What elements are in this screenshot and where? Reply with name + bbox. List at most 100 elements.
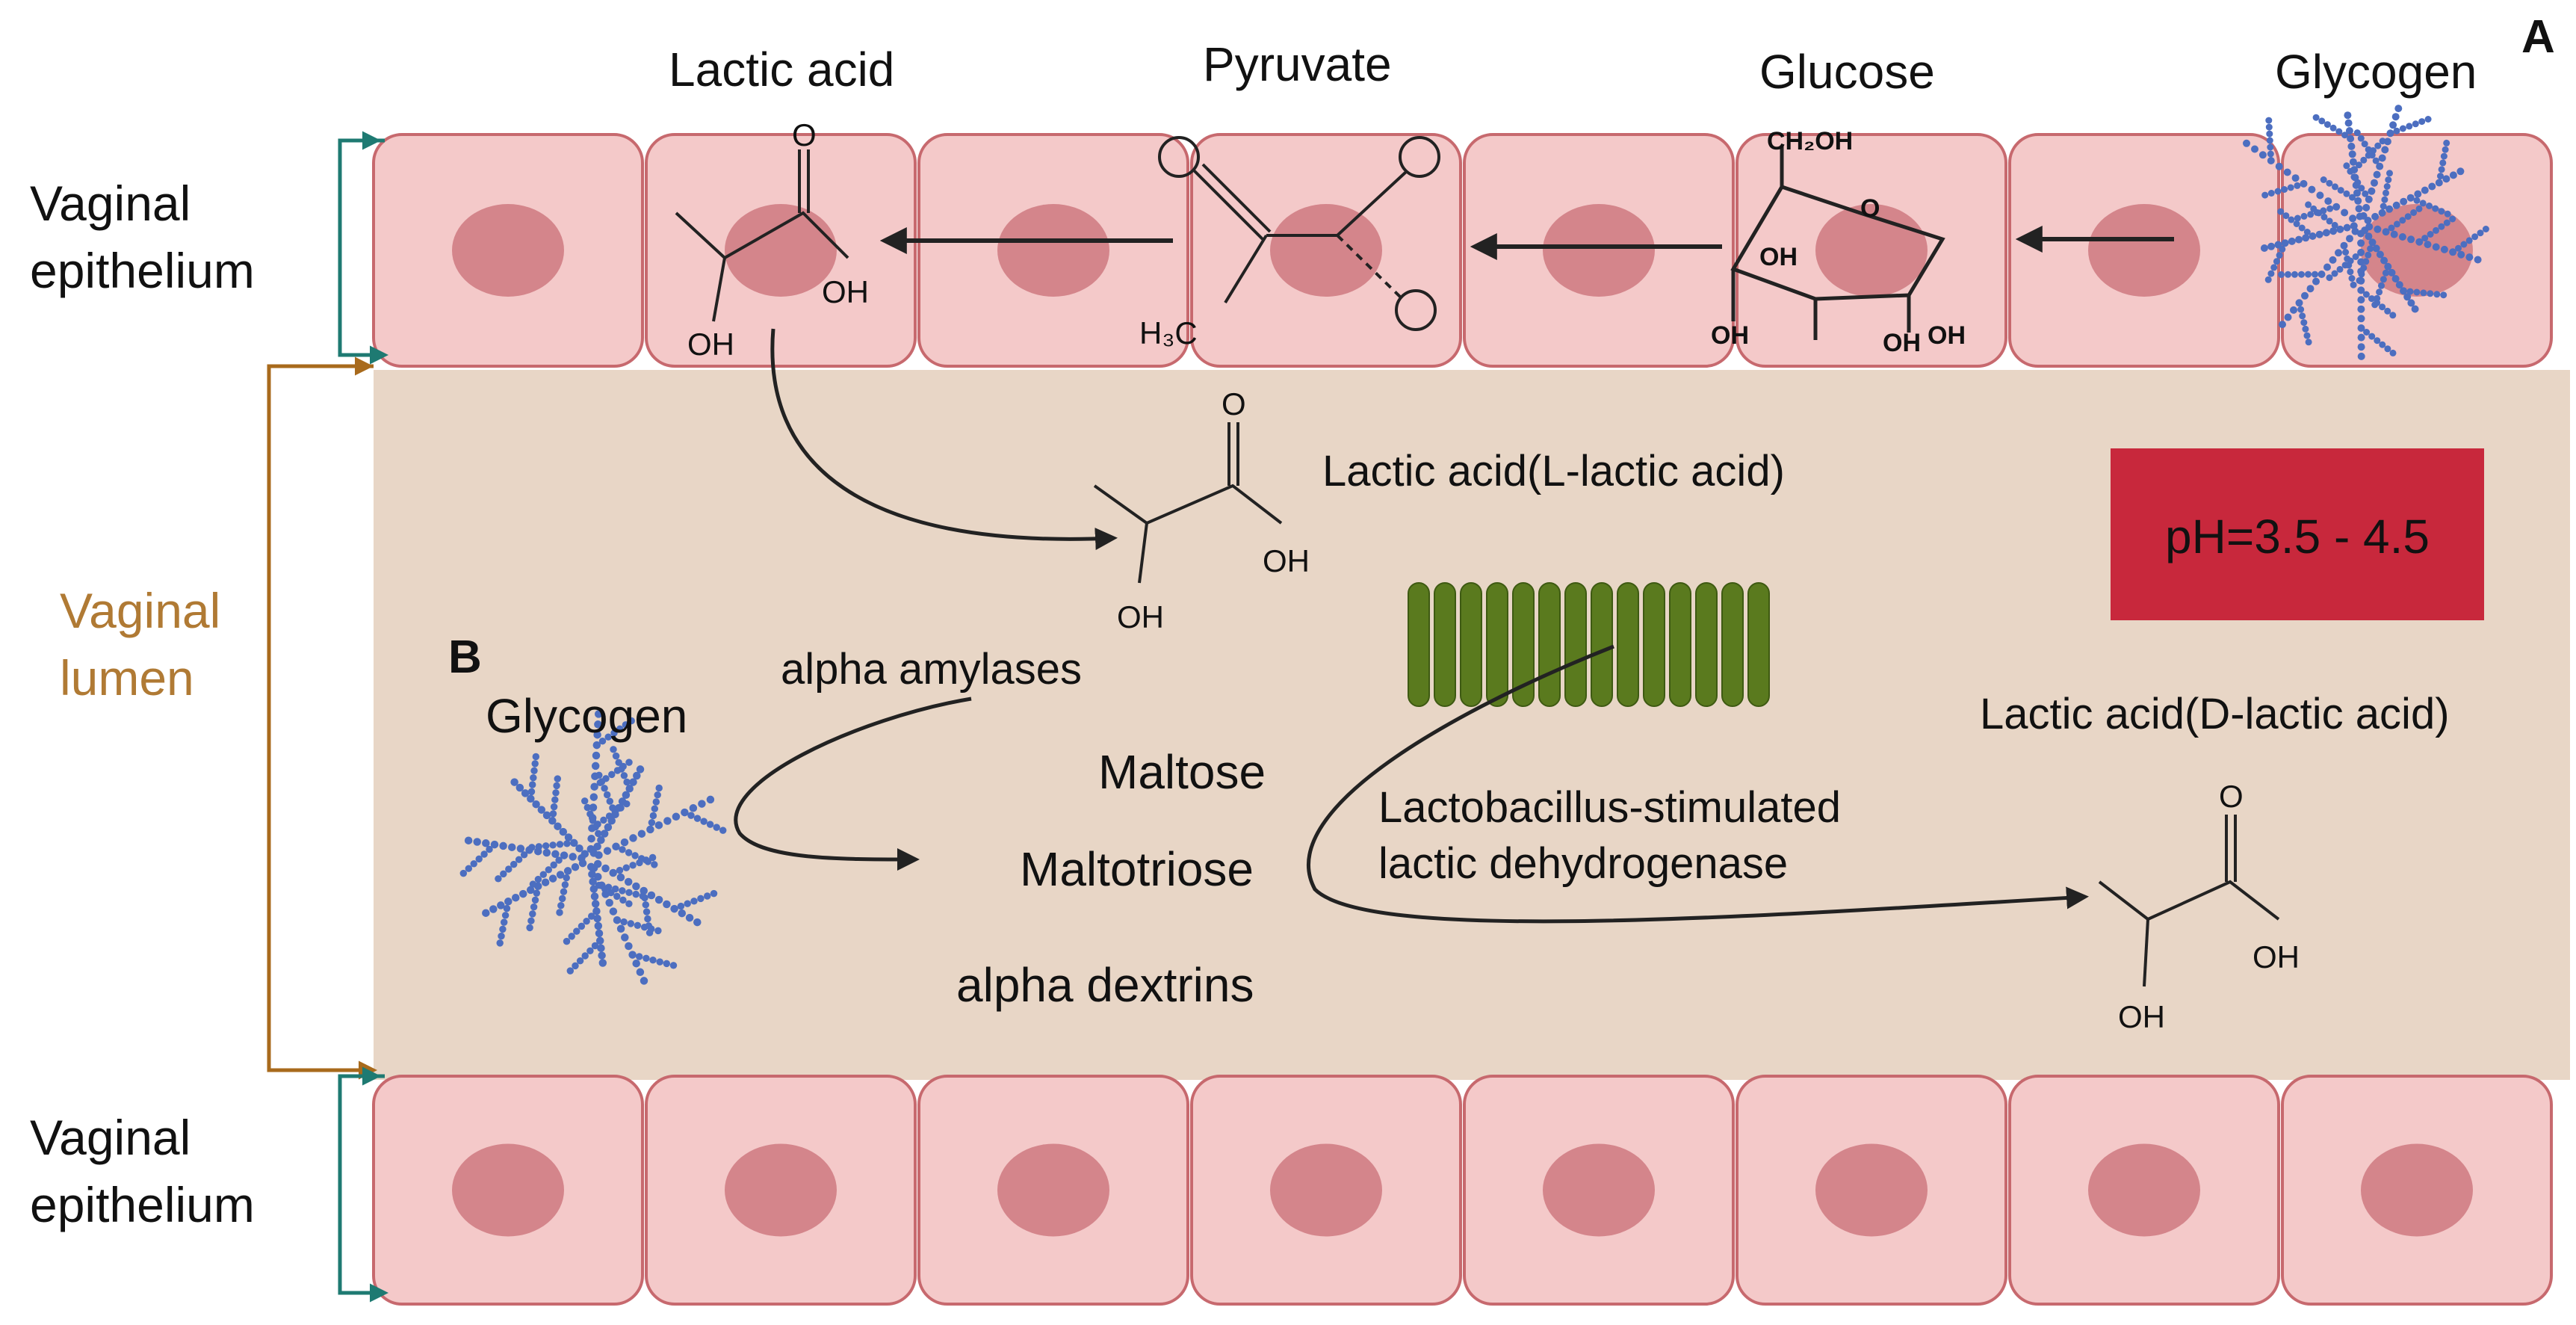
alpha-dextrins-label: alpha dextrins: [956, 958, 1254, 1012]
glycogen-dot: [2340, 241, 2348, 250]
glycogen-dot: [2365, 232, 2373, 241]
glycogen-dot: [531, 896, 539, 904]
glycogen-dot: [600, 816, 607, 824]
glycogen-dot: [2350, 281, 2357, 288]
glycogen-dot: [607, 817, 616, 825]
glycogen-dot: [2343, 223, 2351, 232]
glycogen-dot: [2410, 209, 2418, 216]
glycogen-dot: [510, 778, 518, 786]
glycogen-dot: [459, 869, 468, 877]
glycogen-dot: [2374, 142, 2382, 149]
glycogen-dot: [563, 867, 572, 875]
glycogen-dot: [2357, 277, 2365, 285]
glycogen-dot: [2368, 295, 2375, 303]
glycogen-dot: [542, 811, 551, 820]
glycogen-dot: [613, 915, 622, 924]
glycogen-dot: [528, 844, 536, 851]
glycogen-dot: [687, 812, 695, 819]
glycogen-dot: [556, 871, 565, 879]
glycogen-dot: [480, 850, 488, 858]
glycogen-dot: [556, 841, 564, 848]
glycogen-dot: [2265, 117, 2273, 124]
glycogen-dot: [640, 923, 648, 931]
glycogen-dot: [652, 798, 660, 806]
glycogen-dot: [464, 836, 473, 844]
glycogen-dot: [2331, 270, 2338, 277]
glycogen-dot: [2388, 224, 2395, 232]
glycogen-dot: [2406, 123, 2413, 130]
glycogen-dot: [624, 877, 633, 886]
glycogen-dot: [2444, 210, 2451, 217]
glycogen-dot: [601, 885, 609, 893]
glycogen-dot: [649, 956, 657, 964]
l-lactic-oh-bottom: OH: [1117, 599, 1164, 634]
glycogen-dot: [2337, 187, 2344, 194]
glycogen-dot: [2294, 214, 2301, 222]
glycogen-dot: [2415, 238, 2424, 246]
glycogen-dot: [2372, 244, 2380, 253]
glycogen-dot: [610, 729, 618, 737]
glycogen-dot: [532, 753, 540, 761]
glycogen-dot: [587, 834, 595, 843]
glycogen-dot: [681, 808, 689, 817]
glycogen-dot: [616, 924, 625, 933]
glycogen-dot: [563, 840, 571, 847]
glycogen-dot: [2251, 145, 2258, 153]
glycogen-dot: [2323, 121, 2331, 129]
glycogen-dot: [2279, 321, 2286, 329]
glycogen-dot: [613, 892, 621, 901]
glycogen-dot: [595, 929, 604, 938]
glycogen-dot: [2267, 143, 2274, 151]
glycogen-dot: [503, 904, 511, 912]
glycogen-dot: [2420, 289, 2427, 297]
glycogen-dot: [497, 901, 505, 909]
glycogen-dot: [2433, 226, 2439, 234]
glycogen-dot: [2368, 333, 2376, 340]
glycogen-dot: [2331, 221, 2338, 229]
glycogen-dot: [560, 888, 568, 895]
lactic-secretion-arrow: [770, 328, 1118, 551]
glycogen-dot: [554, 775, 562, 782]
glycogen-dot: [2449, 215, 2456, 223]
glycogen-dot: [592, 741, 601, 750]
glycogen-dot: [2342, 249, 2350, 256]
glycogen-dot: [2295, 299, 2303, 307]
glycogen-dot: [553, 782, 560, 790]
glycogen-dot: [640, 977, 648, 985]
glycogen-dot: [2391, 275, 2400, 282]
glycogen-dot: [2341, 132, 2348, 139]
glycogen-dot: [549, 841, 557, 849]
glycogen-dot: [2303, 332, 2311, 339]
glycogen-dot: [648, 818, 656, 827]
lumen-bracket: [267, 356, 377, 1080]
glycogen-dot: [535, 843, 543, 850]
glycogen-dot: [597, 944, 605, 952]
glycogen-dot: [589, 885, 598, 893]
glycogen-dot: [2383, 183, 2391, 190]
glycogen-dot: [2307, 211, 2315, 218]
d-lactic-oh-right: OH: [2253, 939, 2300, 975]
glycogen-dot: [2301, 291, 2309, 300]
glycogen-dot: [629, 778, 637, 786]
glycogen-dot: [2404, 213, 2412, 220]
glycogen-dot: [518, 889, 527, 898]
glycogen-dot: [529, 910, 536, 918]
glycogen-dot: [545, 866, 553, 874]
glycogen-dot: [2465, 253, 2474, 262]
glycogen-dot: [616, 873, 625, 882]
glycogen-dot: [2357, 258, 2365, 266]
bottom-epithelium-nucleus: [725, 1143, 837, 1237]
glycogen-dot: [631, 852, 639, 859]
glycogen-dot: [678, 909, 687, 918]
glycogen-dot: [2267, 190, 2275, 197]
lactic-top-oh-bottom: OH: [687, 327, 734, 362]
glycogen-dot: [2471, 233, 2479, 241]
glycogen-dot: [2345, 127, 2353, 135]
glycogen-dot: [550, 803, 558, 811]
lumen-label-line2: lumen: [60, 650, 194, 705]
glycogen-dot: [2281, 239, 2289, 247]
glycogen-dot: [2385, 176, 2392, 184]
glycogen-dot: [588, 870, 596, 879]
glycogen-dot: [2374, 337, 2381, 345]
glycogen-dot: [2421, 235, 2429, 242]
